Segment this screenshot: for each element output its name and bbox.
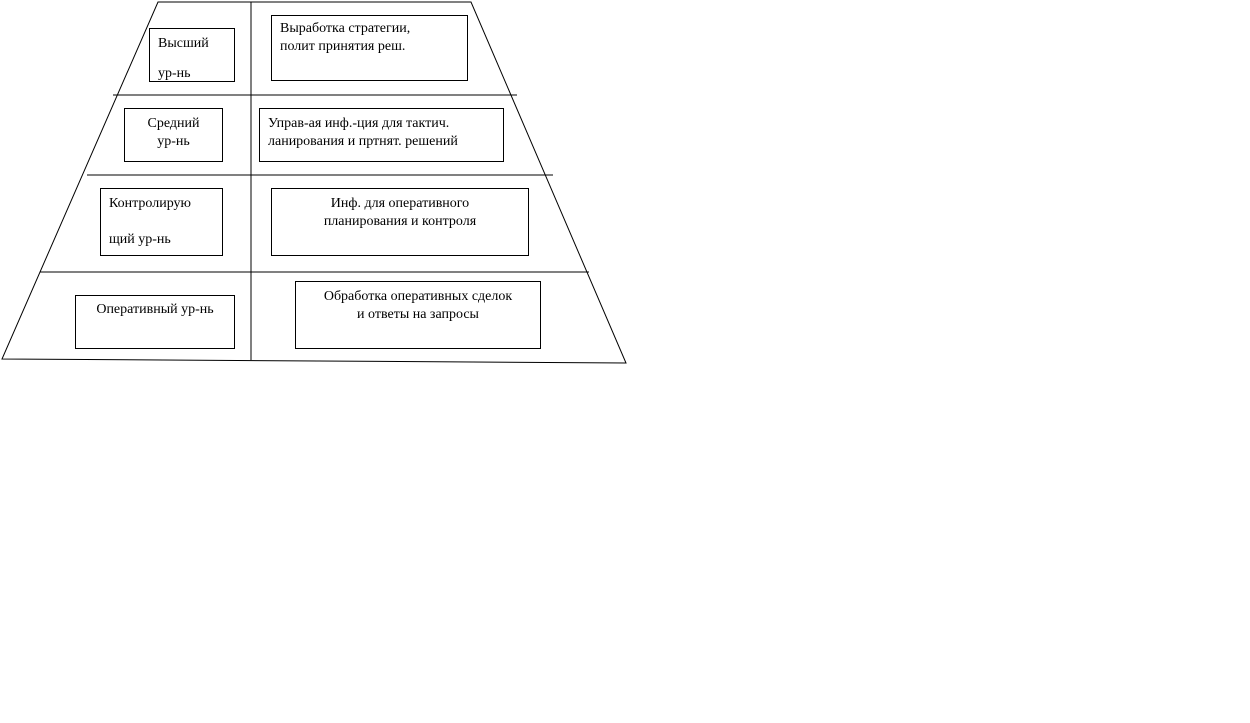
description-line: планирования и контроля	[323, 214, 477, 229]
description-line: Инф. для оперативного	[330, 196, 470, 211]
description-line: и ответы на запросы	[357, 307, 479, 322]
level-label-line: щий ур-нь	[109, 232, 171, 247]
level-label-box-operational: Оперативный ур-нь	[75, 295, 235, 349]
level-description-box-middle: Управ-ая инф.-ция для тактич. ланировани…	[259, 108, 504, 162]
level-label-box-control: Контролирую щий ур-нь	[100, 188, 223, 256]
level-label-line: ур-нь	[157, 134, 190, 149]
description-line: Управ-ая инф.-ция для тактич.	[268, 116, 450, 131]
level-description-box-top: Выработка стратегии, полит принятия реш.	[271, 15, 468, 81]
level-label-line: Оперативный ур-нь	[96, 302, 214, 317]
level-description-box-operational: Обработка оперативных сделок и ответы на…	[295, 281, 541, 349]
level-label-line: Высший	[158, 36, 209, 51]
description-line: ланирования и пртнят. решений	[268, 134, 458, 149]
description-line: Обработка оперативных сделок	[323, 289, 513, 304]
description-line: полит принятия реш.	[280, 39, 406, 54]
level-label-box-middle: Средний ур-нь	[124, 108, 223, 162]
level-label-line: Контролирую	[109, 196, 191, 211]
level-description-box-control: Инф. для оперативного планирования и кон…	[271, 188, 529, 256]
level-label-line: ур-нь	[158, 66, 191, 81]
level-label-line: Средний	[147, 116, 200, 131]
description-line: Выработка стратегии,	[280, 21, 411, 36]
pyramid-outline	[1, 1, 627, 364]
level-label-box-top: Высший ур-нь	[149, 28, 235, 82]
